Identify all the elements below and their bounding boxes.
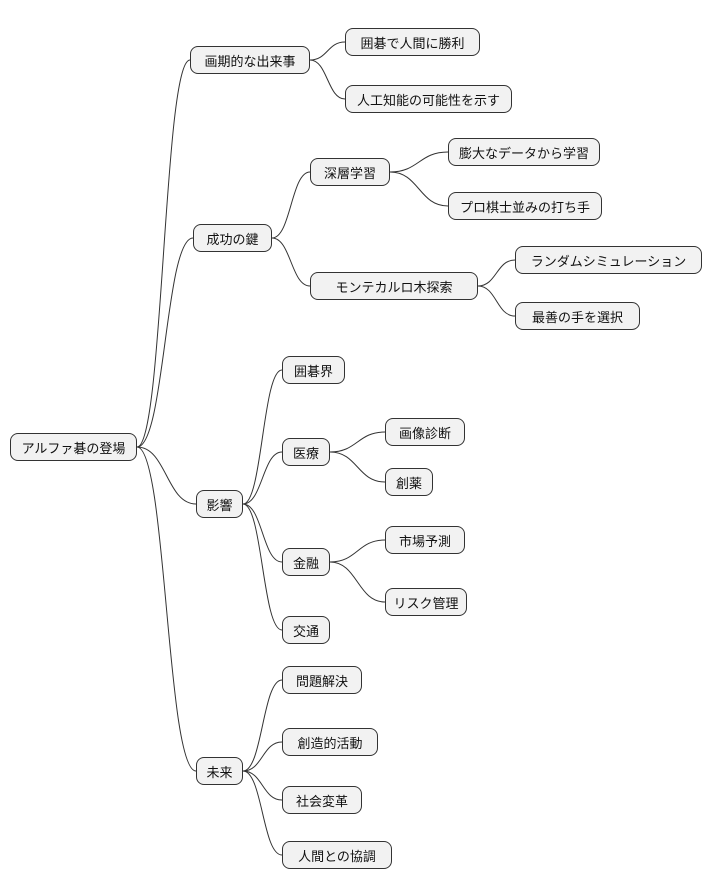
node-future: 未来: [196, 757, 243, 785]
edge-breakthrough-potential: [309, 59, 346, 100]
edge-finance-risk: [329, 561, 386, 603]
node-risk-management: リスク管理: [385, 588, 467, 616]
node-key-to-success: 成功の鍵: [193, 224, 272, 252]
node-pro-level-moves: プロ棋士並みの打ち手: [448, 192, 602, 220]
node-social-change: 社会変革: [282, 786, 362, 814]
edge-root-breakthrough: [136, 59, 191, 448]
node-random-simulation: ランダムシミュレーション: [515, 246, 702, 274]
edge-future-problem: [242, 679, 283, 772]
node-go-victory: 囲碁で人間に勝利: [345, 28, 480, 56]
edge-montecarlo-random: [477, 259, 516, 287]
node-human-cooperation: 人間との協調: [282, 841, 392, 869]
node-go-world: 囲碁界: [282, 356, 345, 384]
edge-key-montecarlo: [271, 237, 311, 287]
node-ai-potential: 人工知能の可能性を示す: [345, 85, 512, 113]
edge-impact-transport: [242, 503, 283, 631]
node-creative-activity: 創造的活動: [282, 728, 378, 756]
node-monte-carlo-tree-search: モンテカルロ木探索: [310, 272, 478, 300]
edge-future-creative: [242, 741, 283, 772]
edge-deeplearning-data: [389, 151, 449, 173]
edge-root-impact: [136, 446, 197, 505]
node-transportation: 交通: [282, 616, 330, 644]
node-medical: 医療: [282, 438, 330, 466]
node-drug-discovery: 創薬: [385, 468, 433, 496]
edge-medical-imaging: [329, 431, 386, 453]
node-breakthrough-event: 画期的な出来事: [190, 46, 310, 74]
node-image-diagnosis: 画像診断: [385, 418, 465, 446]
edge-medical-drug: [329, 451, 386, 483]
edge-finance-market: [329, 539, 386, 563]
edge-impact-goworld: [242, 369, 283, 505]
edge-breakthrough-victory: [309, 41, 346, 61]
node-finance: 金融: [282, 548, 330, 576]
edge-root-key: [136, 237, 194, 448]
node-learn-from-data: 膨大なデータから学習: [448, 138, 600, 166]
node-root: アルファ碁の登場: [10, 433, 137, 461]
edge-impact-medical: [242, 451, 283, 505]
edge-key-deeplearning: [271, 171, 311, 239]
edge-root-future: [136, 446, 197, 772]
node-select-best-move: 最善の手を選択: [515, 302, 640, 330]
edge-impact-finance: [242, 503, 283, 563]
node-deep-learning: 深層学習: [310, 158, 390, 186]
edge-montecarlo-best: [477, 285, 516, 317]
node-problem-solving: 問題解決: [282, 666, 362, 694]
edge-deeplearning-pro: [389, 171, 449, 207]
node-impact: 影響: [196, 490, 243, 518]
edge-future-social: [242, 770, 283, 801]
edge-future-human: [242, 770, 283, 856]
node-market-prediction: 市場予測: [385, 526, 465, 554]
